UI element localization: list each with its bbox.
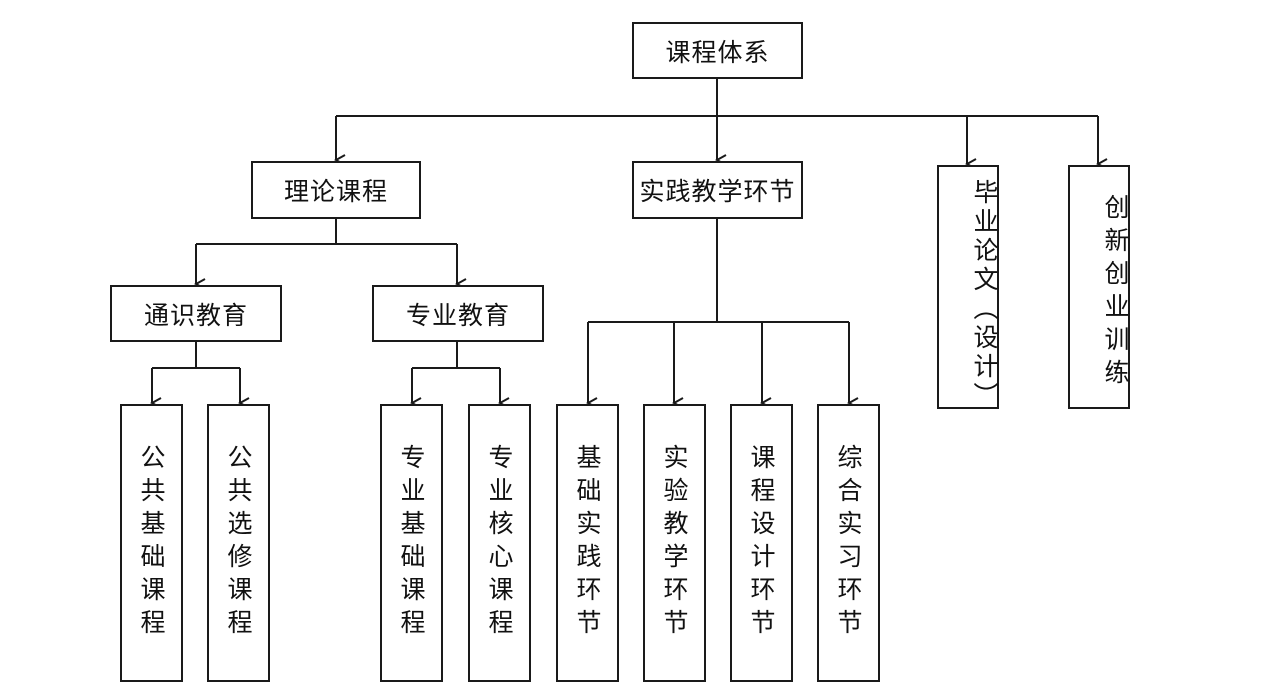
leaf-experiment-teaching: 实验教学环节 xyxy=(643,404,706,682)
leaf-public-basic: 公共基础课程 xyxy=(120,404,183,682)
leaf-comprehensive-internship: 综合实习环节 xyxy=(817,404,880,682)
node-general-edu: 通识教育 xyxy=(110,285,282,342)
node-major-edu: 专业教育 xyxy=(372,285,544,342)
node-theory: 理论课程 xyxy=(251,161,421,219)
node-thesis: 毕业论文（设计） xyxy=(937,165,999,411)
leaf-course-design: 课程设计环节 xyxy=(730,404,793,682)
leaf-major-basic: 专业基础课程 xyxy=(380,404,443,682)
node-innovation: 创新创业训练 xyxy=(1068,165,1130,409)
node-root: 课程体系 xyxy=(632,22,803,79)
node-practice: 实践教学环节 xyxy=(632,161,803,219)
leaf-basic-practice: 基础实践环节 xyxy=(556,404,619,682)
leaf-public-elective: 公共选修课程 xyxy=(207,404,270,682)
leaf-major-core: 专业核心课程 xyxy=(468,404,531,682)
